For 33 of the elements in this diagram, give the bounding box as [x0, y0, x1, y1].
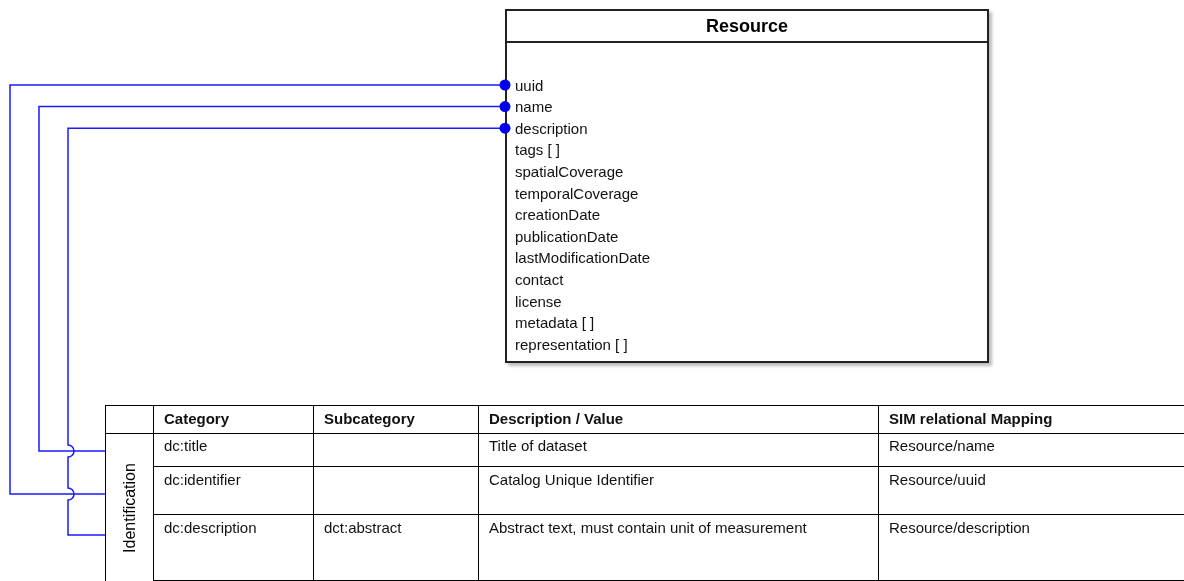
- connector-line: [67, 122, 511, 536]
- column-header: SIM relational Mapping: [889, 409, 1054, 429]
- connector-line: [38, 101, 511, 452]
- table-cell-text: dc:identifier: [164, 469, 242, 490]
- table-cell-text: dc:description: [164, 517, 258, 538]
- class-box: [505, 9, 989, 363]
- class-title: Resource: [507, 11, 987, 43]
- attribute: representation [ ]: [505, 333, 628, 355]
- table-cell-text: Resource/description: [889, 517, 1031, 538]
- table-cell-text: Abstract text, must contain unit of measurement: [489, 517, 808, 538]
- attribute: publicationDate: [505, 225, 619, 247]
- attribute: description: [505, 117, 588, 139]
- attribute: contact: [505, 268, 564, 290]
- attribute: creationDate: [505, 204, 601, 226]
- attribute: temporalCoverage: [505, 182, 639, 204]
- column-header: Subcategory: [324, 409, 416, 429]
- connector-line: [9, 79, 511, 495]
- table-cell-text: Title of dataset: [489, 435, 588, 456]
- column-header: Category: [164, 409, 231, 429]
- attribute: name: [505, 96, 553, 118]
- table-cell-text: dc:title: [164, 435, 209, 456]
- table-cell-text: Resource/uuid: [889, 469, 987, 490]
- attribute: lastModificationDate: [505, 247, 651, 269]
- table-cell-text: Resource/name: [889, 435, 996, 456]
- attribute: spatialCoverage: [505, 160, 624, 182]
- table-cell-text: Catalog Unique Identifier: [489, 469, 656, 490]
- row-group-label: Identification: [120, 463, 139, 553]
- attribute: uuid: [505, 74, 544, 96]
- column-header: Description / Value: [489, 409, 625, 429]
- attribute: metadata [ ]: [505, 312, 595, 334]
- attribute: tags [ ]: [505, 139, 561, 161]
- attribute: license: [505, 290, 562, 312]
- table-cell-text: dct:abstract: [324, 517, 403, 538]
